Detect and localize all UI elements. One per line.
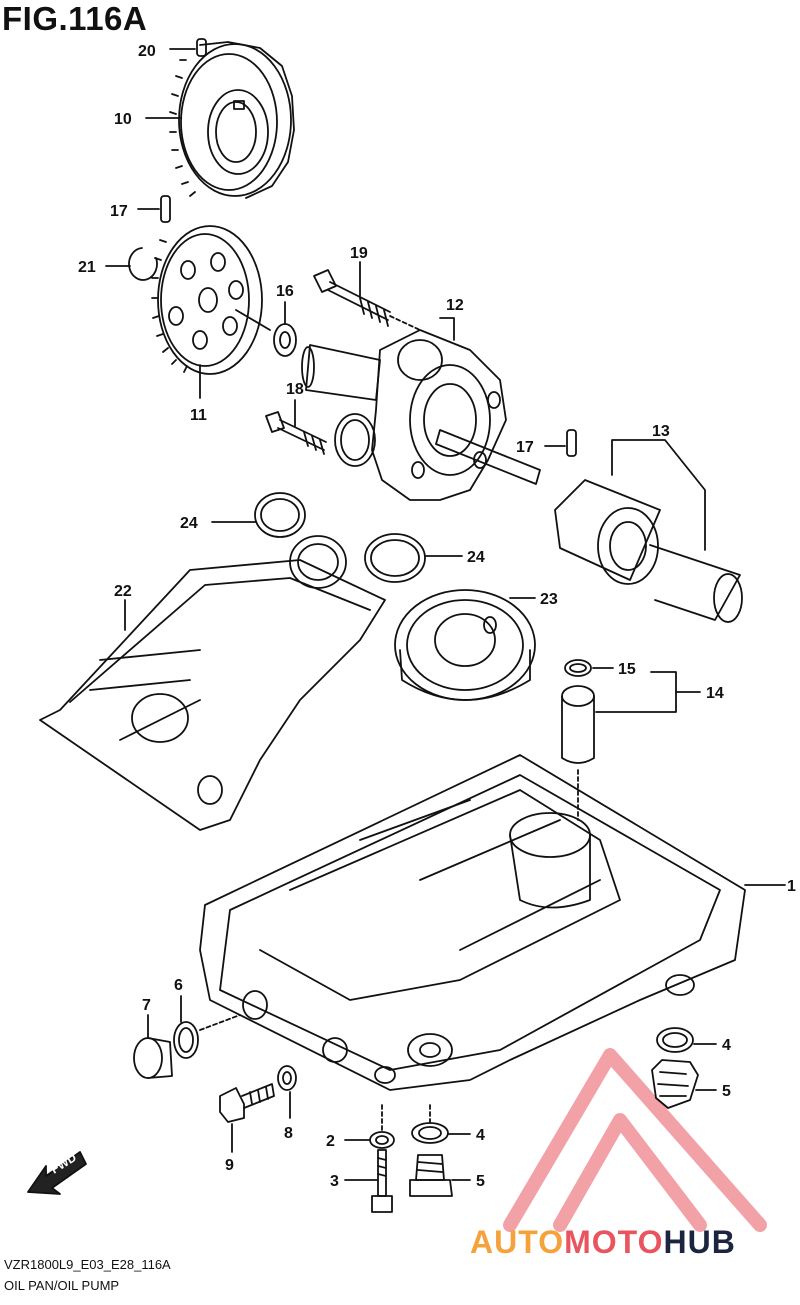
bolt-19	[313, 261, 421, 331]
bolt-9	[219, 1083, 275, 1153]
callout-6: 6	[174, 977, 183, 994]
pin-17-upper	[137, 195, 171, 223]
bolt-18	[265, 399, 327, 455]
o-ring-24-right	[364, 533, 463, 583]
watermark-text: AUTOMOTOHUB	[470, 1224, 736, 1261]
drain-plug-5-right	[651, 1059, 717, 1109]
callout-24-left: 24	[180, 515, 198, 532]
washer-8	[277, 1065, 297, 1119]
washer-4-right	[656, 1027, 717, 1053]
callout-15: 15	[618, 661, 636, 678]
pin-17-lower	[544, 429, 577, 457]
watermark-logo	[503, 1048, 767, 1232]
circlip-21	[105, 247, 158, 281]
callout-10: 10	[114, 111, 132, 128]
bolt-3	[344, 1149, 393, 1213]
plug-7	[133, 1014, 173, 1079]
pin-20	[169, 38, 207, 57]
callout-7: 7	[142, 997, 151, 1014]
callout-11: 11	[190, 407, 207, 424]
watermark-auto: AUTO	[470, 1224, 565, 1260]
figure-title: FIG.116A	[2, 0, 148, 37]
callout-3: 3	[330, 1173, 339, 1190]
callout-8: 8	[284, 1125, 293, 1142]
callout-5-right: 5	[722, 1083, 731, 1100]
callout-2: 2	[326, 1133, 335, 1150]
callout-12: 12	[446, 297, 464, 314]
o-ring-24-left	[211, 492, 306, 538]
callout-4-bottom: 4	[476, 1127, 485, 1144]
callout-23: 23	[540, 591, 558, 608]
oil-pan-1	[199, 754, 786, 1091]
callout-1: 1	[787, 878, 796, 895]
fwd-arrow-icon	[27, 1151, 87, 1195]
gear-10	[145, 41, 295, 199]
o-ring-6	[173, 995, 241, 1059]
rotor-13	[554, 439, 743, 623]
pipe-14	[561, 671, 701, 821]
figure-name: OIL PAN/OIL PUMP	[4, 1278, 120, 1293]
callout-9: 9	[225, 1157, 234, 1174]
gear-11	[151, 225, 271, 399]
washer-2	[344, 1104, 395, 1149]
callout-17-upper: 17	[110, 203, 128, 220]
watermark-moto: MOTO	[564, 1224, 664, 1260]
washer-4-bottom	[411, 1104, 471, 1144]
callout-21: 21	[78, 259, 96, 276]
callout-5-bottom: 5	[476, 1173, 485, 1190]
watermark-hub: HUB	[663, 1224, 736, 1260]
callout-19: 19	[350, 245, 368, 262]
callout-16: 16	[276, 283, 294, 300]
baffle-plate-22	[39, 535, 386, 831]
figure-code: VZR1800L9_E03_E28_116A	[4, 1257, 171, 1272]
oil-pump-12	[301, 317, 541, 501]
callout-13: 13	[652, 423, 670, 440]
o-ring-15	[564, 659, 614, 677]
washer-16	[273, 301, 297, 357]
callout-4-right: 4	[722, 1037, 731, 1054]
callout-24-right: 24	[467, 549, 485, 566]
callout-20: 20	[138, 43, 156, 60]
drain-plug-5-bottom	[409, 1154, 471, 1197]
callout-17-lower: 17	[516, 439, 534, 456]
callout-18: 18	[286, 381, 304, 398]
callout-14: 14	[706, 685, 724, 702]
strainer-23	[394, 589, 536, 701]
callout-22: 22	[114, 583, 132, 600]
